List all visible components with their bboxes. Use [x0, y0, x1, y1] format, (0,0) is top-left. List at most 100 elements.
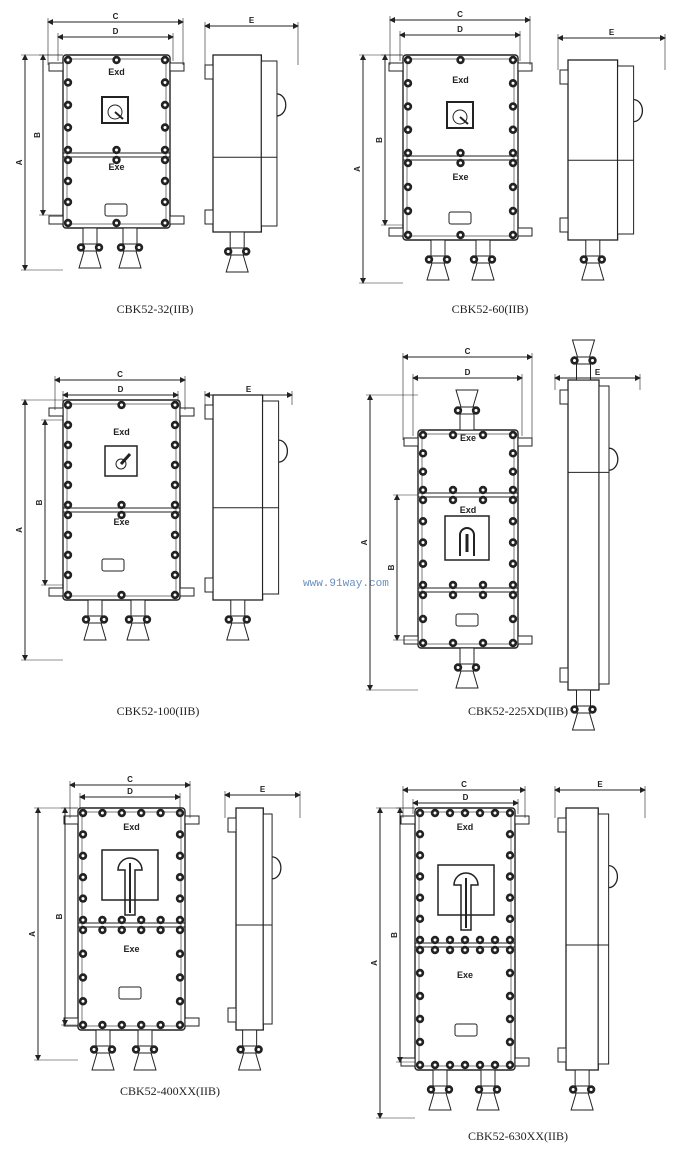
cable-gland: [474, 1069, 502, 1111]
dimension-b-label: B: [390, 932, 399, 938]
mounting-foot: [179, 407, 195, 417]
dimension-e-label: E: [246, 385, 252, 394]
cable-gland: [570, 339, 597, 381]
side-view: [204, 54, 287, 273]
side-view: [227, 807, 282, 1071]
rotary-switch-handle[interactable]: [104, 445, 138, 477]
compartment-label-exe: Exe: [452, 172, 468, 182]
rotary-switch-handle[interactable]: [437, 864, 495, 931]
mounting-foot: [227, 1007, 237, 1023]
dimension-d-label: D: [457, 25, 463, 34]
mounting-foot: [227, 817, 237, 833]
mounting-foot: [48, 587, 64, 597]
mounting-foot: [388, 62, 404, 72]
model-caption: CBK52-400XX(IIB): [120, 1084, 220, 1098]
cable-gland: [124, 599, 152, 641]
mounting-foot: [403, 437, 419, 447]
nameplate: [118, 986, 142, 1000]
side-handle: [276, 93, 287, 117]
dimension-b-label: B: [33, 132, 42, 138]
mounting-foot: [388, 227, 404, 237]
compartment-label-exd: Exd: [457, 822, 474, 832]
mounting-foot: [204, 577, 214, 593]
dimension-a-label: A: [15, 527, 24, 533]
nameplate: [454, 1023, 478, 1037]
compartment-label-exe: Exe: [123, 944, 139, 954]
cable-gland: [426, 1069, 454, 1111]
dimension-c-label: C: [461, 780, 467, 789]
mounting-foot: [204, 209, 214, 225]
model-caption: CBK52-225XD(IIB): [468, 704, 568, 718]
side-handle: [608, 864, 619, 889]
dimension-d-label: D: [465, 368, 471, 377]
dimension-c-label: C: [113, 12, 119, 21]
dimension-a-label: A: [360, 539, 369, 545]
mounting-foot: [514, 1057, 530, 1067]
cable-gland: [223, 231, 251, 273]
mounting-foot: [517, 62, 533, 72]
dimension-d-label: D: [463, 793, 469, 802]
dimension-a-label: A: [353, 166, 362, 172]
side-view: [559, 339, 619, 731]
cable-gland: [570, 689, 597, 731]
cable-gland: [424, 239, 452, 281]
dimension-e-label: E: [609, 28, 615, 37]
model-caption: CBK52-32(IIB): [117, 302, 194, 316]
cable-gland: [116, 227, 144, 269]
mounting-foot: [184, 815, 200, 825]
mounting-foot: [48, 215, 64, 225]
mounting-foot: [179, 587, 195, 597]
enclosure-outline: [77, 807, 186, 1031]
cable-gland: [89, 1029, 117, 1071]
side-handle: [608, 447, 619, 471]
compartment-label-exe: Exe: [113, 517, 129, 527]
mounting-foot: [63, 815, 79, 825]
model-caption: CBK52-60(IIB): [452, 302, 529, 316]
nameplate: [104, 203, 128, 217]
cable-gland: [81, 599, 109, 641]
rotary-switch-handle[interactable]: [101, 849, 159, 916]
dimension-e-label: E: [597, 780, 603, 789]
cable-gland: [579, 239, 606, 281]
side-handle: [278, 439, 288, 463]
dimension-c-label: C: [127, 775, 133, 784]
dimension-d-label: D: [127, 787, 133, 796]
enclosure-outline: [62, 399, 181, 601]
dimension-b-label: B: [35, 499, 44, 505]
rotary-switch-handle[interactable]: [446, 101, 474, 129]
compartment-label-exd: Exd: [108, 67, 125, 77]
mounting-foot: [517, 635, 533, 645]
mounting-foot: [557, 1047, 567, 1063]
mounting-foot: [559, 217, 569, 233]
dimension-c-label: C: [117, 370, 123, 379]
compartment-label-exd: Exd: [113, 427, 130, 437]
nameplate: [448, 211, 472, 225]
mounting-foot: [559, 389, 569, 405]
rotary-switch-handle[interactable]: [101, 96, 129, 124]
dimension-b-label: B: [375, 137, 384, 143]
mounting-foot: [557, 817, 567, 833]
rotary-switch-handle[interactable]: [444, 515, 490, 561]
compartment-label-exd: Exd: [452, 75, 469, 85]
dimension-d-label: D: [113, 27, 119, 36]
mounting-foot: [184, 1017, 200, 1027]
nameplate: [101, 558, 125, 572]
compartment-label-exe: Exe: [457, 970, 473, 980]
mounting-foot: [517, 437, 533, 447]
side-handle: [633, 98, 643, 123]
compartment-label-exe: Exe: [108, 162, 124, 172]
cable-gland: [236, 1029, 263, 1071]
cable-gland: [469, 239, 497, 281]
dimension-d-label: D: [118, 385, 124, 394]
mounting-foot: [204, 404, 214, 420]
